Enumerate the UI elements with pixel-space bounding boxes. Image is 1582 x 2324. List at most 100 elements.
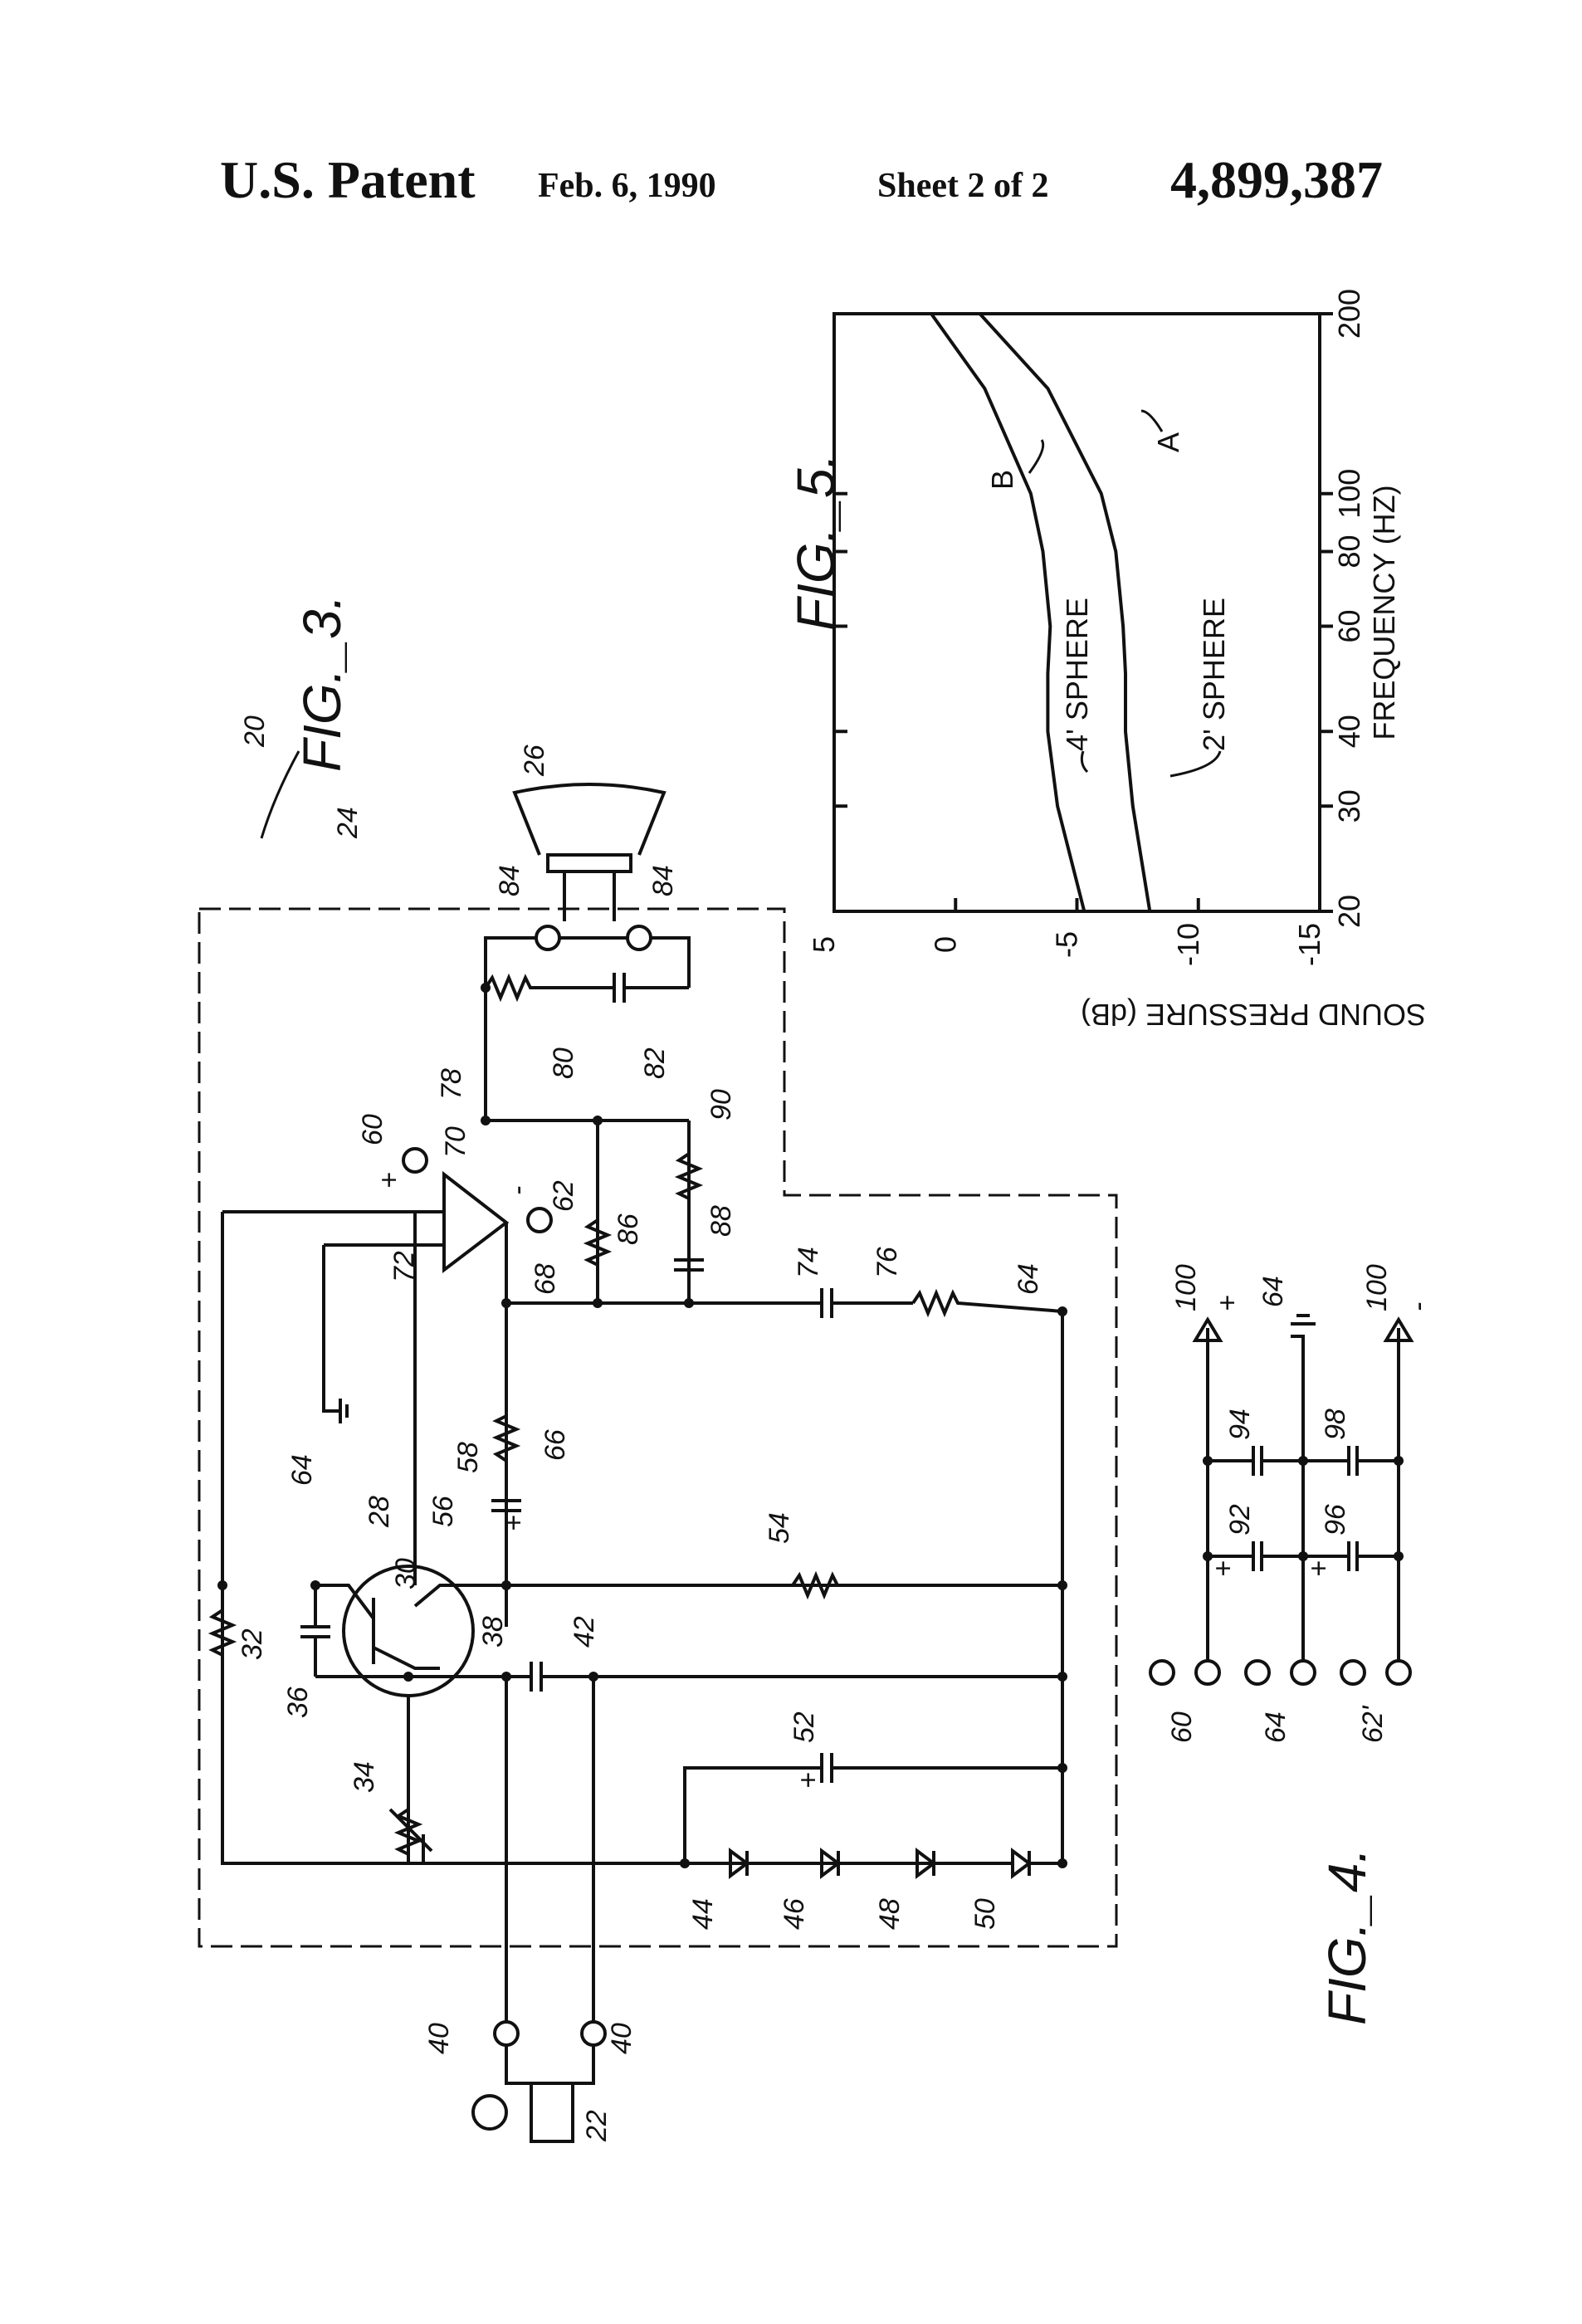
- ref-80: 80: [548, 1047, 579, 1079]
- f4-ground: [1291, 1314, 1316, 1361]
- x-tick-label-5: 100: [1332, 469, 1366, 519]
- fig3-refs: 20 24 26 28 30 32 34 36 38 40 40 42 44 4…: [237, 715, 1044, 2142]
- resistor-86: [583, 1218, 613, 1267]
- ref-38: 38: [477, 1616, 509, 1648]
- ref-58: 58: [452, 1442, 484, 1473]
- f4-terminal-62-a: [1340, 1659, 1366, 1686]
- ref-64-b: 64: [1013, 1263, 1044, 1295]
- f4-ref-100-b: 100: [1361, 1264, 1393, 1311]
- ref-48: 48: [874, 1898, 906, 1930]
- resistor-66: [491, 1303, 521, 1462]
- wire-gnd-bus: [1029, 1311, 1064, 1865]
- cap58-plus: +: [498, 1515, 530, 1531]
- transistor-2: [413, 1584, 506, 1608]
- fig4-power-supply: FIG._4. 60 64 62' 92 94 96 98 100 100 64…: [1149, 1264, 1434, 2025]
- ground-64-left: [322, 1295, 349, 1423]
- f4-terminal-62-b: [1385, 1659, 1412, 1686]
- ref-60: 60: [357, 1114, 388, 1145]
- x-tick-label-2: 40: [1332, 715, 1366, 748]
- ref-40-b: 40: [606, 2023, 637, 2054]
- ref-36: 36: [282, 1687, 314, 1718]
- y-tick-label-0: 5: [807, 936, 841, 953]
- ref-40-a: 40: [423, 2023, 455, 2054]
- capacitor-82: [613, 973, 689, 1003]
- speaker-26: [512, 783, 666, 921]
- ref-64-a: 64: [286, 1454, 318, 1486]
- ref-26: 26: [519, 745, 550, 777]
- fig3-circuit: FIG._3. 20 24 26 28 30 32 34 36 38 40 40…: [198, 595, 1118, 2143]
- potentiometer-34: [388, 1808, 433, 1863]
- chart-ylabel: SOUND PRESSURE (dB): [1081, 998, 1426, 1032]
- capacitor-36: [300, 1585, 330, 1677]
- fig4-label: FIG._4.: [1317, 1848, 1377, 2025]
- cap52-plus: +: [793, 1772, 824, 1789]
- terminal-84-a: [535, 925, 561, 951]
- f4-ref-100-a: 100: [1170, 1264, 1202, 1311]
- wire-top-rail: [221, 1212, 1013, 1865]
- ref-42: 42: [569, 1616, 600, 1648]
- ref-84-b: 84: [647, 865, 679, 896]
- resistor-54: [791, 1570, 839, 1600]
- terminal-60: [402, 1147, 428, 1174]
- sheet-number: Sheet 2 of 2: [877, 167, 1049, 205]
- annot-4ft-sphere: 4' SPHERE: [1060, 598, 1094, 751]
- ref-24: 24: [332, 807, 364, 839]
- patent-number: 4,899,387: [1170, 150, 1383, 209]
- f4-terminal-60-b: [1194, 1659, 1221, 1686]
- f4-terminal-64-b: [1290, 1659, 1316, 1686]
- resistor-90: [674, 1152, 704, 1200]
- transistor-emitter: [373, 1646, 440, 1670]
- ref-46: 46: [779, 1898, 810, 1930]
- leader-b: [1028, 439, 1045, 474]
- capacitor-42: [315, 1662, 1062, 1692]
- f4-cap-96: [1303, 1541, 1399, 1571]
- f4-ref-64: 64: [1260, 1711, 1291, 1743]
- f4-out-minus-arrow: [1383, 1316, 1414, 1361]
- f4-ref-60: 60: [1166, 1711, 1198, 1743]
- ref-34: 34: [349, 1761, 380, 1793]
- f4-ref-96: 96: [1320, 1504, 1351, 1536]
- x-tick-label-6: 200: [1332, 289, 1366, 339]
- f4-ref-64-g: 64: [1257, 1276, 1289, 1307]
- ref-50: 50: [969, 1898, 1001, 1930]
- terminal-62: [526, 1207, 553, 1233]
- annot-2ft-sphere: 2' SPHERE: [1197, 598, 1231, 751]
- wire-op-in-plus: [322, 1243, 444, 1295]
- f4-ref-98: 98: [1320, 1409, 1351, 1440]
- ref-66: 66: [540, 1429, 571, 1461]
- f4-minus-out: -: [1403, 1302, 1434, 1311]
- x-tick-label-0: 20: [1332, 895, 1366, 928]
- ref-56: 56: [427, 1496, 459, 1527]
- leader-4ft: [1080, 750, 1089, 774]
- ref-74: 74: [793, 1247, 824, 1278]
- x-tick-label-3: 60: [1332, 609, 1366, 642]
- ref-22: 22: [581, 2110, 613, 2142]
- f4-cap-92: [1208, 1541, 1303, 1571]
- capacitor-52: [683, 1753, 1062, 1863]
- annot-series-a: A: [1151, 432, 1185, 452]
- ref-84-a: 84: [494, 865, 525, 896]
- f4-cap-98: [1303, 1446, 1399, 1476]
- ref-28: 28: [364, 1496, 395, 1528]
- ref-30: 30: [390, 1558, 422, 1589]
- f4-ref-92: 92: [1224, 1504, 1256, 1536]
- f4-plus-out: +: [1212, 1295, 1243, 1311]
- y-tick-label-4: -15: [1292, 923, 1326, 966]
- patent-title: U.S. Patent: [220, 150, 476, 209]
- ref-20: 20: [239, 715, 271, 748]
- series-A-line: [979, 312, 1152, 912]
- f4-ref-62: 62': [1357, 1705, 1389, 1743]
- ref-70: 70: [440, 1126, 471, 1158]
- capacitor-58: [491, 1461, 521, 1585]
- ref-68: 68: [530, 1263, 561, 1295]
- f4-terminal-64-a: [1244, 1659, 1271, 1686]
- capacitor-74: [689, 1288, 913, 1318]
- x-tick-label-4: 80: [1332, 535, 1366, 568]
- f4-out-plus-arrow: [1192, 1316, 1223, 1361]
- f4-junction-dots: [1203, 1456, 1404, 1561]
- leader-a: [1140, 409, 1164, 432]
- terminal-84-b: [626, 925, 652, 951]
- ref-86: 86: [613, 1213, 644, 1245]
- junction-dots: [217, 983, 1067, 1868]
- ref-90: 90: [706, 1089, 737, 1120]
